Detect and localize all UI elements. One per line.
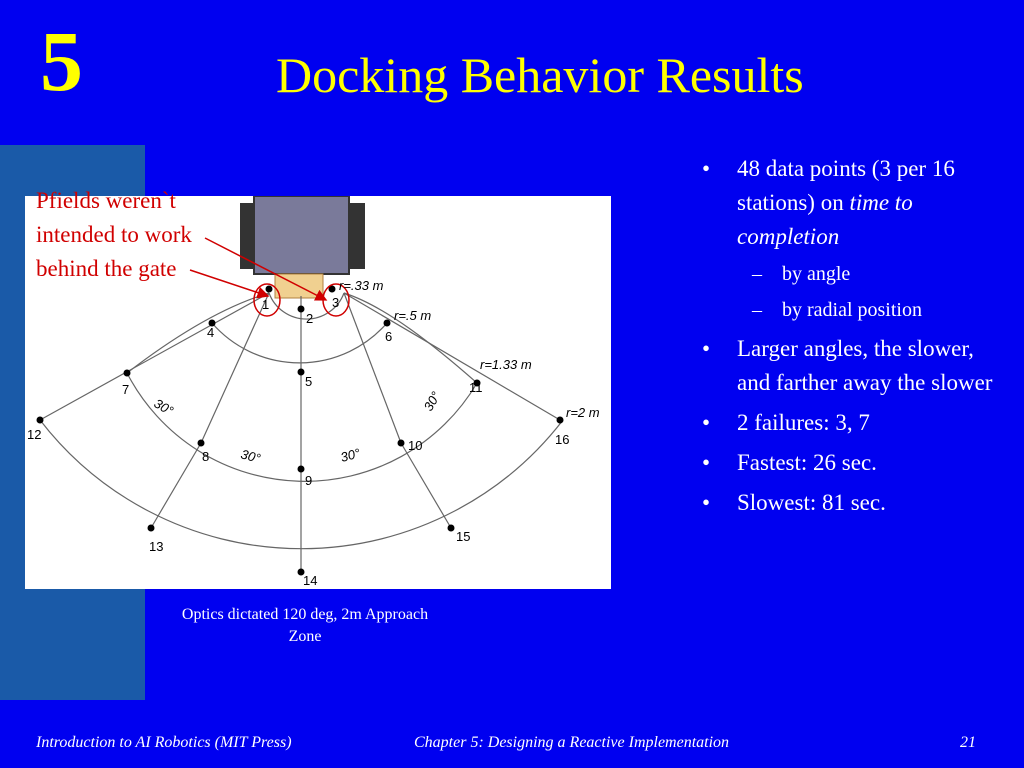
sub-bullet-text: by angle (782, 263, 851, 285)
radial-left (200, 292, 270, 444)
radial-far-left (39, 292, 270, 421)
sub-bullet-text: by radial position (782, 299, 922, 321)
station-label: 12 (27, 427, 41, 442)
station-point (383, 319, 391, 327)
sub-bullet-item: – by radial position (700, 296, 1000, 324)
station-label: 4 (207, 325, 214, 340)
station-point (556, 416, 564, 424)
station-point (473, 379, 481, 387)
bullet-text: Larger angles, the slower, and farther a… (737, 336, 993, 395)
station-label: 13 (149, 539, 163, 554)
station-point (36, 416, 44, 424)
station-label: 10 (408, 438, 422, 453)
station-point (297, 368, 305, 376)
dock-gate (274, 273, 324, 299)
station-point (123, 369, 131, 377)
footer-book-title: Introduction to AI Robotics (MIT Press) (36, 734, 292, 751)
bullet-mark: • (702, 410, 711, 435)
station-label: 2 (306, 311, 313, 326)
angle-label: 30° (421, 389, 444, 414)
bullet-mark: • (702, 490, 711, 515)
station-label: 9 (305, 473, 312, 488)
station-point (297, 465, 305, 473)
bullet-text: 48 data points (3 per 16 stations) on (737, 156, 955, 215)
bullet-text: 2 failures: 3, 7 (737, 410, 870, 435)
radial-left-outer (150, 442, 202, 529)
figure-caption: Optics dictated 120 deg, 2m Approach Zon… (181, 606, 429, 645)
station-label: 3 (332, 295, 339, 310)
bullet-mark: • (702, 156, 711, 181)
station-point (147, 524, 155, 532)
arc-r133 (126, 372, 478, 482)
radius-label: r=.33 m (339, 278, 384, 293)
station-label: 16 (555, 432, 569, 447)
bullet-item: • Larger angles, the slower, and farther… (700, 332, 1000, 400)
station-point (197, 439, 205, 447)
station-label: 11 (469, 380, 483, 395)
bullet-text: Fastest: 26 sec. (737, 450, 877, 475)
station-point (447, 524, 455, 532)
radius-label: r=.5 m (394, 308, 431, 323)
footer-page-number: 21 (960, 734, 976, 751)
footer-chapter-title: Chapter 5: Designing a Reactive Implemen… (414, 734, 730, 751)
radial-far-right (343, 292, 561, 421)
station-label: 15 (456, 529, 470, 544)
radius-label: r=1.33 m (480, 357, 532, 372)
gate-annotation: Pfields weren`t intended to work behind … (36, 188, 192, 281)
bullet-mark: • (702, 450, 711, 475)
bullet-item: • Fastest: 26 sec. (700, 446, 1000, 480)
radial-right (343, 292, 402, 444)
station-label: 7 (122, 382, 129, 397)
station-point (208, 319, 216, 327)
upper-right-connector (343, 292, 478, 384)
station-point (397, 439, 405, 447)
station-label: 6 (385, 329, 392, 344)
dash-mark: – (752, 299, 762, 321)
station-point (265, 285, 273, 293)
station-label: 1 (262, 297, 269, 312)
chapter-number: 5 (40, 13, 83, 109)
bullet-item: • 48 data points (3 per 16 stations) on … (700, 152, 1000, 254)
angle-label: 30° (239, 446, 262, 466)
bullet-list: • 48 data points (3 per 16 stations) on … (700, 152, 1000, 526)
arc-r033 (268, 292, 345, 320)
arc-r05 (211, 322, 388, 364)
bullet-item: • Slowest: 81 sec. (700, 486, 1000, 520)
dash-mark: – (752, 263, 762, 285)
station-point (297, 305, 305, 313)
bullet-mark: • (702, 336, 711, 361)
station-label: 14 (303, 573, 317, 588)
radius-label: r=2 m (566, 405, 600, 420)
station-label: 8 (202, 449, 209, 464)
sub-bullet-item: – by angle (700, 260, 1000, 288)
bullet-emphasis: time to completion (737, 190, 913, 249)
radial-right-outer (400, 442, 452, 529)
angle-label: 30° (339, 445, 362, 465)
station-point (328, 285, 336, 293)
station-label: 5 (305, 374, 312, 389)
bullet-text: Slowest: 81 sec. (737, 490, 886, 515)
slide-title: Docking Behavior Results (276, 47, 804, 103)
dock-body (253, 196, 350, 275)
bullet-item: • 2 failures: 3, 7 (700, 406, 1000, 440)
station-point (297, 568, 305, 576)
